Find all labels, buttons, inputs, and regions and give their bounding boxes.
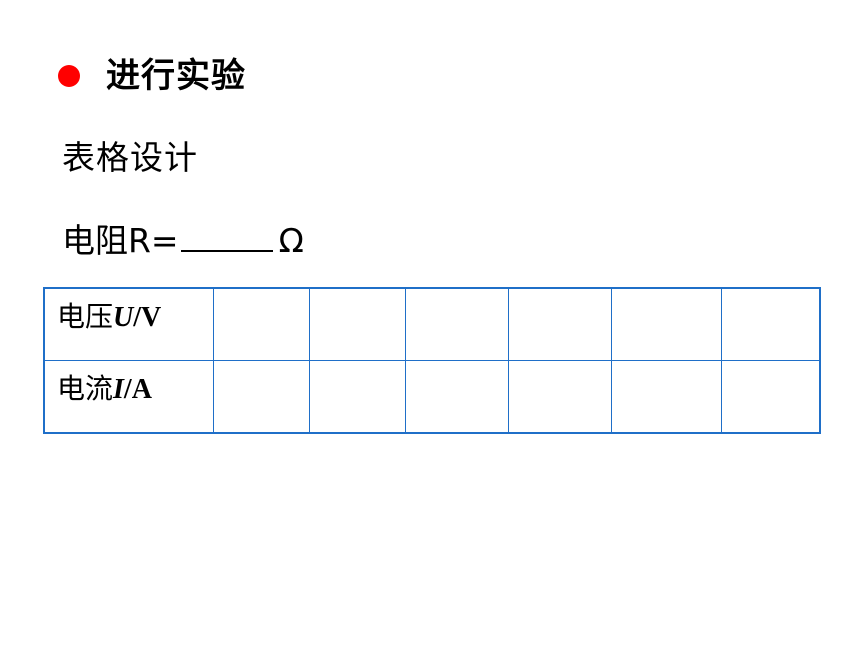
current-value-cell <box>720 360 821 434</box>
voltage-value-cell <box>404 287 509 361</box>
current-value-cell <box>610 360 722 434</box>
current-value-cell <box>507 360 612 434</box>
voltage-value-cell <box>212 287 310 361</box>
voltage-value-cell <box>308 287 406 361</box>
voltage-label: 电压U/V <box>57 300 162 333</box>
table-row-voltage: 电压U/V <box>43 287 821 361</box>
resistance-unit: Ω <box>278 221 304 260</box>
data-table: 电压U/V 电流I/A <box>43 287 821 434</box>
voltage-label-cell: 电压U/V <box>43 287 214 361</box>
resistance-prefix: 电阻R= <box>62 221 179 260</box>
current-label: 电流I/A <box>57 372 152 405</box>
red-bullet-icon <box>58 65 80 87</box>
table-design-subheading: 表格设计 <box>62 138 198 177</box>
heading-text: 进行实验 <box>106 56 246 96</box>
voltage-value-cell <box>720 287 821 361</box>
table-row-current: 电流I/A <box>43 360 821 434</box>
current-value-cell <box>212 360 310 434</box>
current-value-cell <box>404 360 509 434</box>
voltage-value-cell <box>507 287 612 361</box>
resistance-blank <box>180 216 273 252</box>
resistance-line: 电阻R= Ω <box>62 216 304 265</box>
section-heading: 进行实验 <box>58 52 246 100</box>
current-label-cell: 电流I/A <box>43 360 214 434</box>
current-value-cell <box>308 360 406 434</box>
voltage-value-cell <box>610 287 722 361</box>
